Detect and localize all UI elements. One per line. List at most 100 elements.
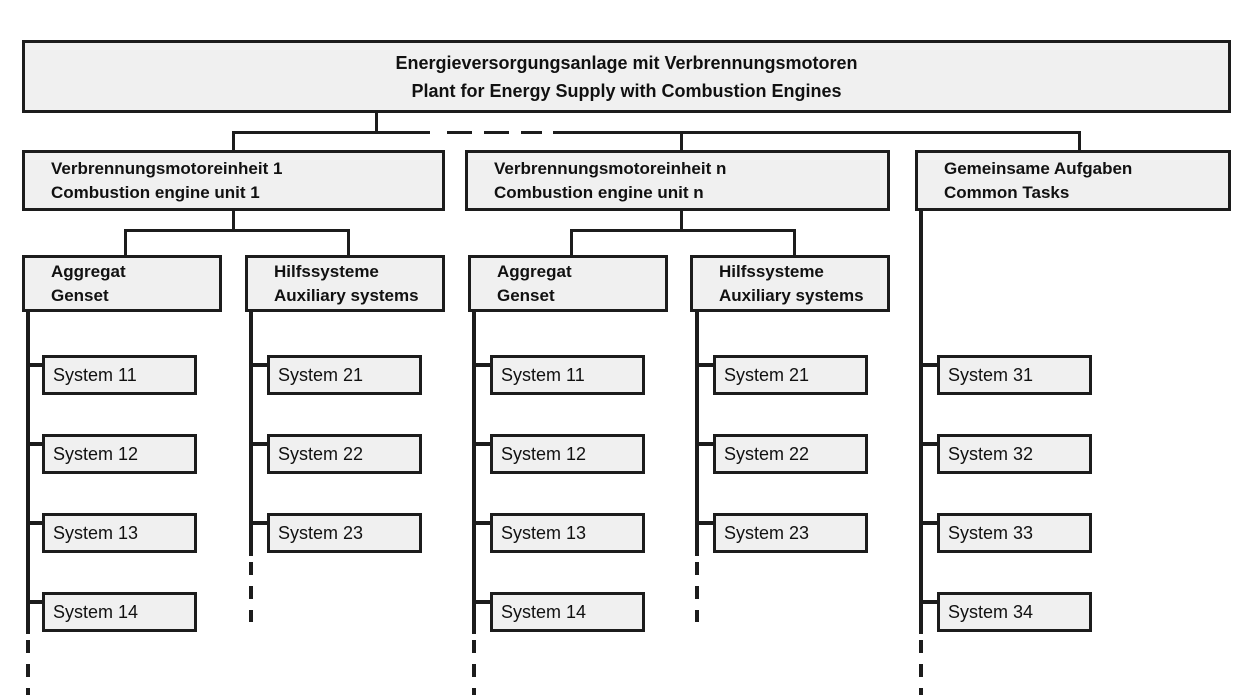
system-label: System 34 [948,602,1034,622]
system-label: System 22 [724,444,810,464]
system-11-box-unit-1: System 11 [42,355,197,395]
system-label: System 33 [948,523,1034,543]
aggregat-1-box: Aggregat Genset [22,255,222,312]
connector-unit-1-drop [232,211,235,232]
aggregat-1-label-en: Genset [51,285,109,305]
system-31-box-common: System 31 [937,355,1092,395]
stub-col2-row2 [249,442,270,446]
system-label: System 31 [948,365,1034,385]
root-label-de: Energieversorgungsanlage mit Verbrennung… [395,52,858,73]
root-box: Energieversorgungsanlage mit Verbrennung… [22,40,1231,113]
stub-col4-row2 [695,442,716,446]
unit-1-label-en: Combustion engine unit 1 [51,182,260,202]
system-13-box-unit-1: System 13 [42,513,197,553]
stub-col5-row2 [919,442,940,446]
connector-drop-unit-1 [232,131,235,150]
stub-col5-row4 [919,600,940,604]
system-label: System 21 [724,365,810,385]
connector-level1-rail-left [232,131,430,134]
trunk-col-4 [695,312,699,556]
system-32-box-common: System 32 [937,434,1092,474]
system-34-box-common: System 34 [937,592,1092,632]
hilfssysteme-n-label-de: Hilfssysteme [719,261,824,281]
connector-drop-aggregat-1 [124,229,127,255]
unit-1-box: Verbrennungsmotoreinheit 1 Combustion en… [22,150,445,211]
system-label: System 14 [53,602,139,622]
stub-col3-row2 [472,442,493,446]
trunk-col-4-continuation [695,562,699,622]
stub-col4-row1 [695,363,716,367]
trunk-col-5-continuation [919,640,923,695]
stub-col5-row3 [919,521,940,525]
connector-level1-rail-dashed [447,131,542,134]
unit-n-label-de: Verbrennungsmotoreinheit n [494,158,727,178]
system-22-box-unit-n: System 22 [713,434,868,474]
aggregat-n-label-de: Aggregat [497,261,572,281]
trunk-col-5 [919,211,923,634]
aggregat-n-box: Aggregat Genset [468,255,668,312]
system-label: System 14 [501,602,587,622]
hilfssysteme-n-label-en: Auxiliary systems [719,285,864,305]
system-label: System 32 [948,444,1034,464]
connector-root-drop [375,113,378,132]
stub-col3-row4 [472,600,493,604]
connector-unit-n-drop [680,211,683,232]
system-label: System 12 [53,444,139,464]
hilfssysteme-1-box: Hilfssysteme Auxiliary systems [245,255,445,312]
system-33-box-common: System 33 [937,513,1092,553]
system-label: System 23 [724,523,810,543]
trunk-col-2 [249,312,253,556]
system-11-box-unit-n: System 11 [490,355,645,395]
connector-drop-common-tasks [1078,131,1081,150]
system-21-box-unit-1: System 21 [267,355,422,395]
common-tasks-label-en: Common Tasks [944,182,1070,202]
system-label: System 11 [501,365,585,385]
system-23-box-unit-1: System 23 [267,513,422,553]
unit-n-label-en: Combustion engine unit n [494,182,704,202]
trunk-col-3-continuation [472,640,476,695]
stub-col2-row3 [249,521,270,525]
stub-col1-row3 [26,521,45,525]
hilfssysteme-1-label-de: Hilfssysteme [274,261,379,281]
trunk-col-1-continuation [26,640,30,695]
system-label: System 23 [278,523,364,543]
system-label: System 11 [53,365,137,385]
connector-drop-aggregat-n [570,229,573,255]
unit-1-label-de: Verbrennungsmotoreinheit 1 [51,158,283,178]
connector-drop-hilfssysteme-1 [347,229,350,255]
hilfssysteme-1-label-en: Auxiliary systems [274,285,419,305]
stub-col2-row1 [249,363,270,367]
stub-col1-row1 [26,363,45,367]
system-23-box-unit-n: System 23 [713,513,868,553]
stub-col5-row1 [919,363,940,367]
trunk-col-3 [472,312,476,634]
aggregat-n-label-en: Genset [497,285,555,305]
system-label: System 12 [501,444,587,464]
unit-n-box: Verbrennungsmotoreinheit n Combustion en… [465,150,890,211]
trunk-col-1 [26,312,30,634]
system-label: System 13 [501,523,587,543]
system-label: System 22 [278,444,364,464]
stub-col1-row2 [26,442,45,446]
stub-col1-row4 [26,600,45,604]
hilfssysteme-n-box: Hilfssysteme Auxiliary systems [690,255,890,312]
system-14-box-unit-1: System 14 [42,592,197,632]
system-label: System 21 [278,365,364,385]
stub-col3-row1 [472,363,493,367]
stub-col3-row3 [472,521,493,525]
system-14-box-unit-n: System 14 [490,592,645,632]
system-21-box-unit-n: System 21 [713,355,868,395]
connector-unit-1-rail [124,229,350,232]
system-22-box-unit-1: System 22 [267,434,422,474]
connector-drop-unit-n [680,131,683,150]
system-13-box-unit-n: System 13 [490,513,645,553]
connector-drop-hilfssysteme-n [793,229,796,255]
common-tasks-box: Gemeinsame Aufgaben Common Tasks [915,150,1231,211]
aggregat-1-label-de: Aggregat [51,261,126,281]
system-12-box-unit-n: System 12 [490,434,645,474]
system-12-box-unit-1: System 12 [42,434,197,474]
common-tasks-label-de: Gemeinsame Aufgaben [944,158,1133,178]
root-label-en: Plant for Energy Supply with Combustion … [411,80,842,101]
connector-unit-n-rail [570,229,796,232]
